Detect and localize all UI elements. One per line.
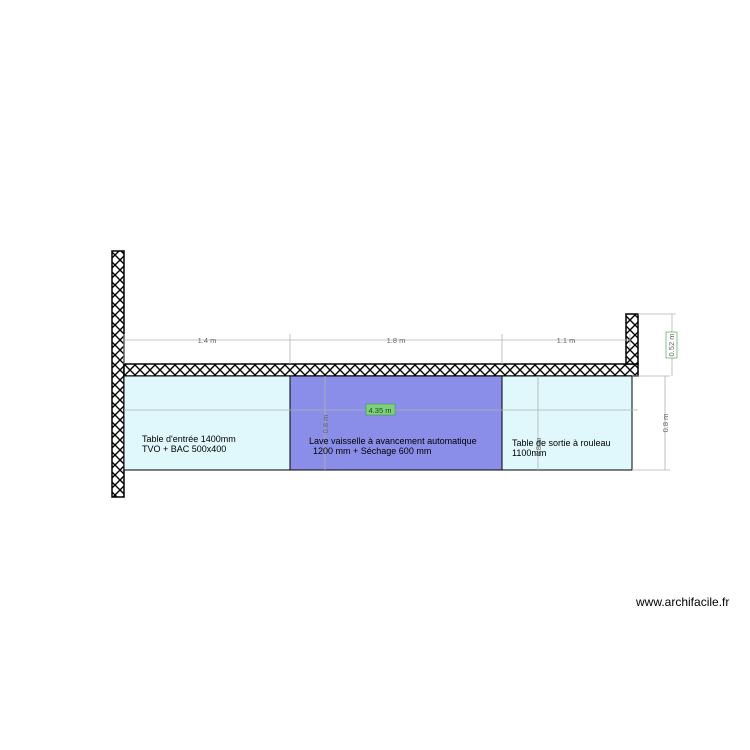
total-dimension-label: 4.35 m — [369, 406, 392, 415]
dishwasher-label-line2: 1200 mm + Séchage 600 mm — [313, 446, 431, 456]
total-dimension-label-bg — [365, 403, 396, 416]
wall-height-label: 0.52 m — [667, 334, 676, 357]
dimension-label-seg1: 1.4 m — [198, 336, 217, 345]
depth-label-exit: 0.8 m — [534, 438, 543, 457]
exit-table-label-line1: Table de sortie à rouleau — [512, 438, 611, 448]
watermark: www.archifacile.fr — [636, 595, 730, 609]
wall-height-label-bg — [665, 331, 678, 359]
exit-table-zone — [501, 375, 633, 471]
entry-table-label-line1: Table d'entrée 1400mm — [142, 434, 236, 444]
left-wall — [111, 250, 125, 498]
dishwasher-label-line1: Lave vaisselle à avancement automatique — [309, 436, 477, 446]
top-wall — [123, 363, 639, 377]
depth-label-dish: 0.8 m — [321, 415, 330, 434]
right-depth-label: 0.8 m — [661, 414, 670, 433]
entry-table-label-line2: TVO + BAC 500x400 — [142, 444, 226, 454]
exit-table-label-line2: 1100mm — [512, 448, 546, 458]
right-wall — [625, 313, 639, 365]
dimension-label-seg2: 1.8 m — [387, 336, 406, 345]
dimension-label-seg3: 1.1 m — [557, 336, 576, 345]
entry-table-zone — [123, 375, 291, 471]
